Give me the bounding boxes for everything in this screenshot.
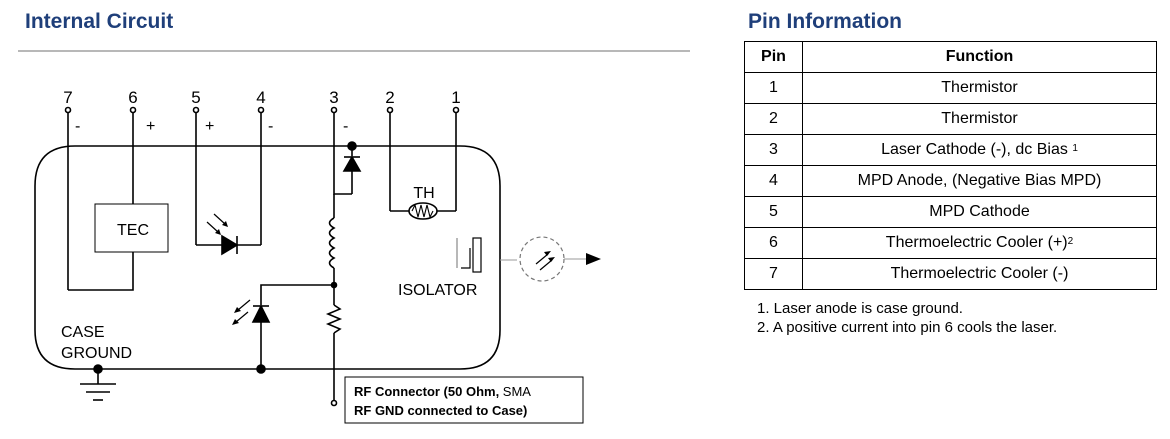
ground-icon	[80, 364, 116, 401]
function-cell: MPD Anode, (Negative Bias MPD)	[802, 165, 1157, 197]
footnote-1: 1. Laser anode is case ground.	[757, 300, 963, 317]
function-cell: Thermoelectric Cooler (-)	[802, 258, 1157, 290]
pin-cell: 2	[744, 103, 803, 135]
rf-connector-text: RF Connector (50 Ohm, SMA	[354, 384, 531, 399]
photodiode-icon	[232, 284, 334, 369]
section-divider	[18, 50, 690, 52]
junction-node	[256, 364, 266, 374]
polarity-sign: -	[75, 118, 80, 135]
pin-number: 5	[191, 88, 200, 107]
pin-cell: 1	[744, 72, 803, 104]
monitor-photodiode-icon	[196, 213, 261, 256]
resistor-icon	[325, 285, 343, 407]
case-ground-label: CASE	[61, 324, 105, 341]
rf-connector-callout	[344, 376, 584, 424]
function-cell: Thermistor	[802, 72, 1157, 104]
table-row: 1 Thermistor	[744, 72, 1157, 104]
pin-cell: 7	[744, 258, 803, 290]
thermistor-icon	[390, 202, 456, 220]
table-row: 5 MPD Cathode	[744, 196, 1157, 228]
pin-information-table: Pin Function 1 Thermistor 2 Thermistor 3…	[744, 41, 1157, 290]
polarity-sign: +	[146, 118, 155, 135]
pin-polarity-labels: - + + - -	[75, 118, 348, 135]
footnote-2: 2. A positive current into pin 6 cools t…	[757, 319, 1058, 336]
table-row: 6 Thermoelectric Cooler (+)2	[744, 227, 1157, 259]
table-row: 4 MPD Anode, (Negative Bias MPD)	[744, 165, 1157, 197]
pin-number: 4	[256, 88, 265, 107]
case-ground-label: GROUND	[61, 345, 132, 362]
pin-cell: 3	[744, 134, 803, 166]
pin-cell: 6	[744, 227, 803, 259]
pin-number-labels: 7 6 5 4 3 2 1	[63, 88, 460, 107]
pin-cell: 5	[744, 196, 803, 228]
pin-cell: 4	[744, 165, 803, 197]
internal-circuit-title: Internal Circuit	[25, 10, 174, 33]
pin-number: 1	[451, 88, 460, 107]
polarity-sign: -	[343, 118, 348, 135]
thermistor-label: TH	[413, 185, 434, 202]
pin-column-header: Pin	[744, 41, 803, 73]
table-header-row: Pin Function	[744, 41, 1157, 73]
rf-ground-text: RF GND connected to Case)	[354, 403, 527, 418]
pin-terminals	[64, 106, 460, 290]
table-row: 3 Laser Cathode (-), dc Bias 1	[744, 134, 1157, 166]
function-column-header: Function	[802, 41, 1157, 73]
function-cell: Thermistor	[802, 103, 1157, 135]
pin-number: 6	[128, 88, 137, 107]
isolator-icon	[456, 237, 517, 273]
pin-number: 3	[329, 88, 338, 107]
pin-number: 2	[385, 88, 394, 107]
tec-lead	[68, 252, 134, 291]
internal-circuit-diagram: 7 6 5 4 3 2 1 - + + - - TEC TH ISOLATOR …	[34, 88, 601, 424]
tec-box	[94, 203, 169, 253]
function-cell: Thermoelectric Cooler (+)2	[802, 227, 1157, 259]
inductor-icon	[328, 194, 336, 285]
isolator-label: ISOLATOR	[398, 282, 477, 299]
tec-label: TEC	[117, 222, 149, 239]
pin-number: 7	[63, 88, 72, 107]
polarity-sign: -	[268, 118, 273, 135]
package-outline	[34, 145, 501, 370]
fiber-output-icon	[519, 236, 601, 282]
laser-diode-icon	[333, 146, 362, 195]
footnotes: 1. Laser anode is case ground. 2. A posi…	[757, 299, 1057, 337]
function-cell: Laser Cathode (-), dc Bias 1	[802, 134, 1157, 166]
table-row: 2 Thermistor	[744, 103, 1157, 135]
function-cell: MPD Cathode	[802, 196, 1157, 228]
polarity-sign: +	[205, 118, 214, 135]
pin-information-title: Pin Information	[748, 10, 902, 33]
table-row: 7 Thermoelectric Cooler (-)	[744, 258, 1157, 290]
